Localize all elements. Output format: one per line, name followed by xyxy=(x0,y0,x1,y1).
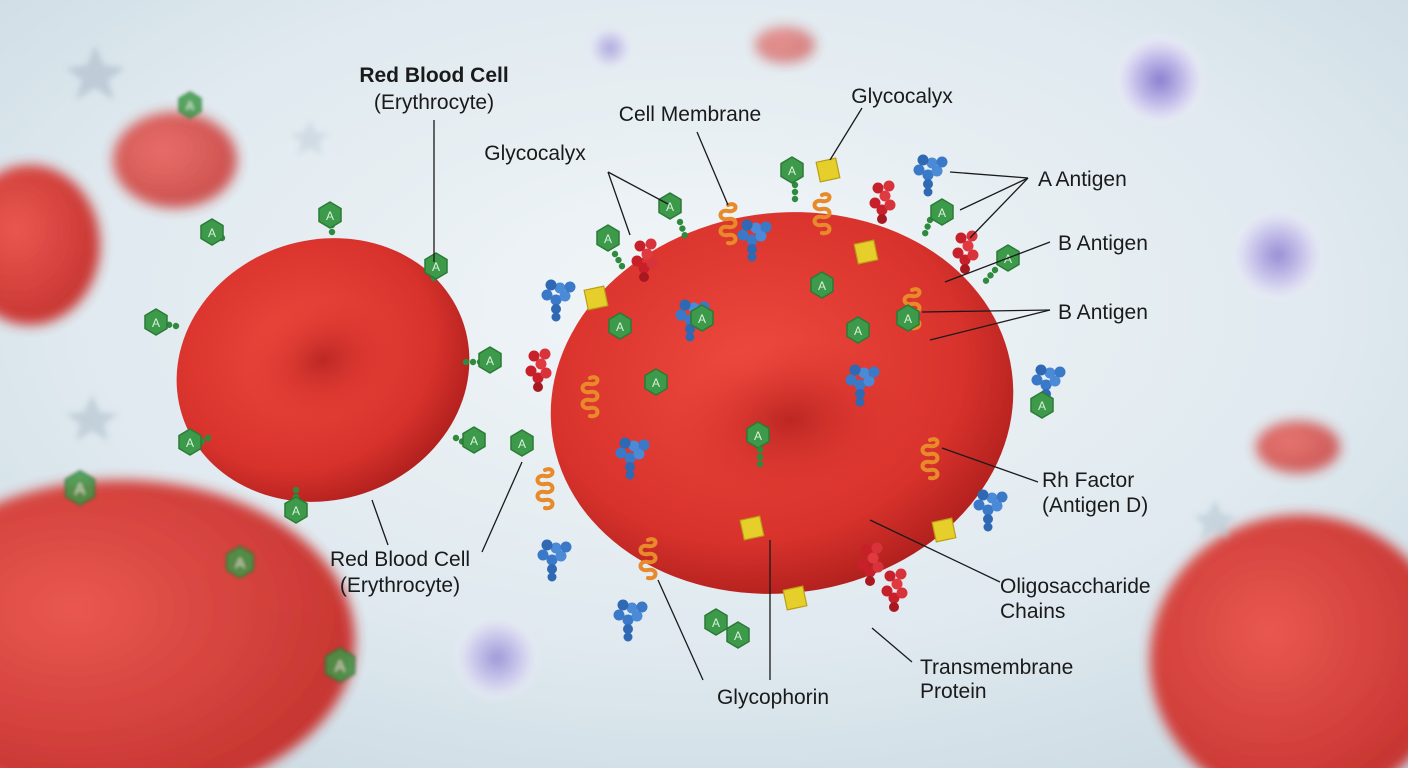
label-chains: Chains xyxy=(1000,600,1065,623)
label-glycocalyx-left: Glycocalyx xyxy=(484,142,586,165)
main-red-blood-cell xyxy=(510,154,1066,649)
label-protein: Protein xyxy=(920,680,987,703)
leader-lines xyxy=(371,107,1051,681)
label-red-blood-cell-bottom: Red Blood Cell xyxy=(330,548,470,571)
label-rh-factor: Rh Factor xyxy=(1042,469,1134,492)
label-cell-membrane: Cell Membrane xyxy=(619,103,761,126)
label-glycophorin: Glycophorin xyxy=(717,686,829,709)
label-erythrocyte-title: (Erythrocyte) xyxy=(374,91,494,114)
label-b-antigen-2: B Antigen xyxy=(1058,301,1148,324)
left-red-blood-cell xyxy=(144,201,502,524)
label-b-antigen-1: B Antigen xyxy=(1058,232,1148,255)
label-red-blood-cell-title: Red Blood Cell xyxy=(359,64,508,87)
label-a-antigen: A Antigen xyxy=(1038,168,1127,191)
label-oligosaccharide: Oligosaccharide xyxy=(1000,575,1151,598)
label-glycocalyx-top: Glycocalyx xyxy=(851,85,953,108)
label-erythrocyte-bottom: (Erythrocyte) xyxy=(340,574,460,597)
label-antigen-d: (Antigen D) xyxy=(1042,494,1148,517)
label-transmembrane: Transmembrane xyxy=(920,656,1073,679)
